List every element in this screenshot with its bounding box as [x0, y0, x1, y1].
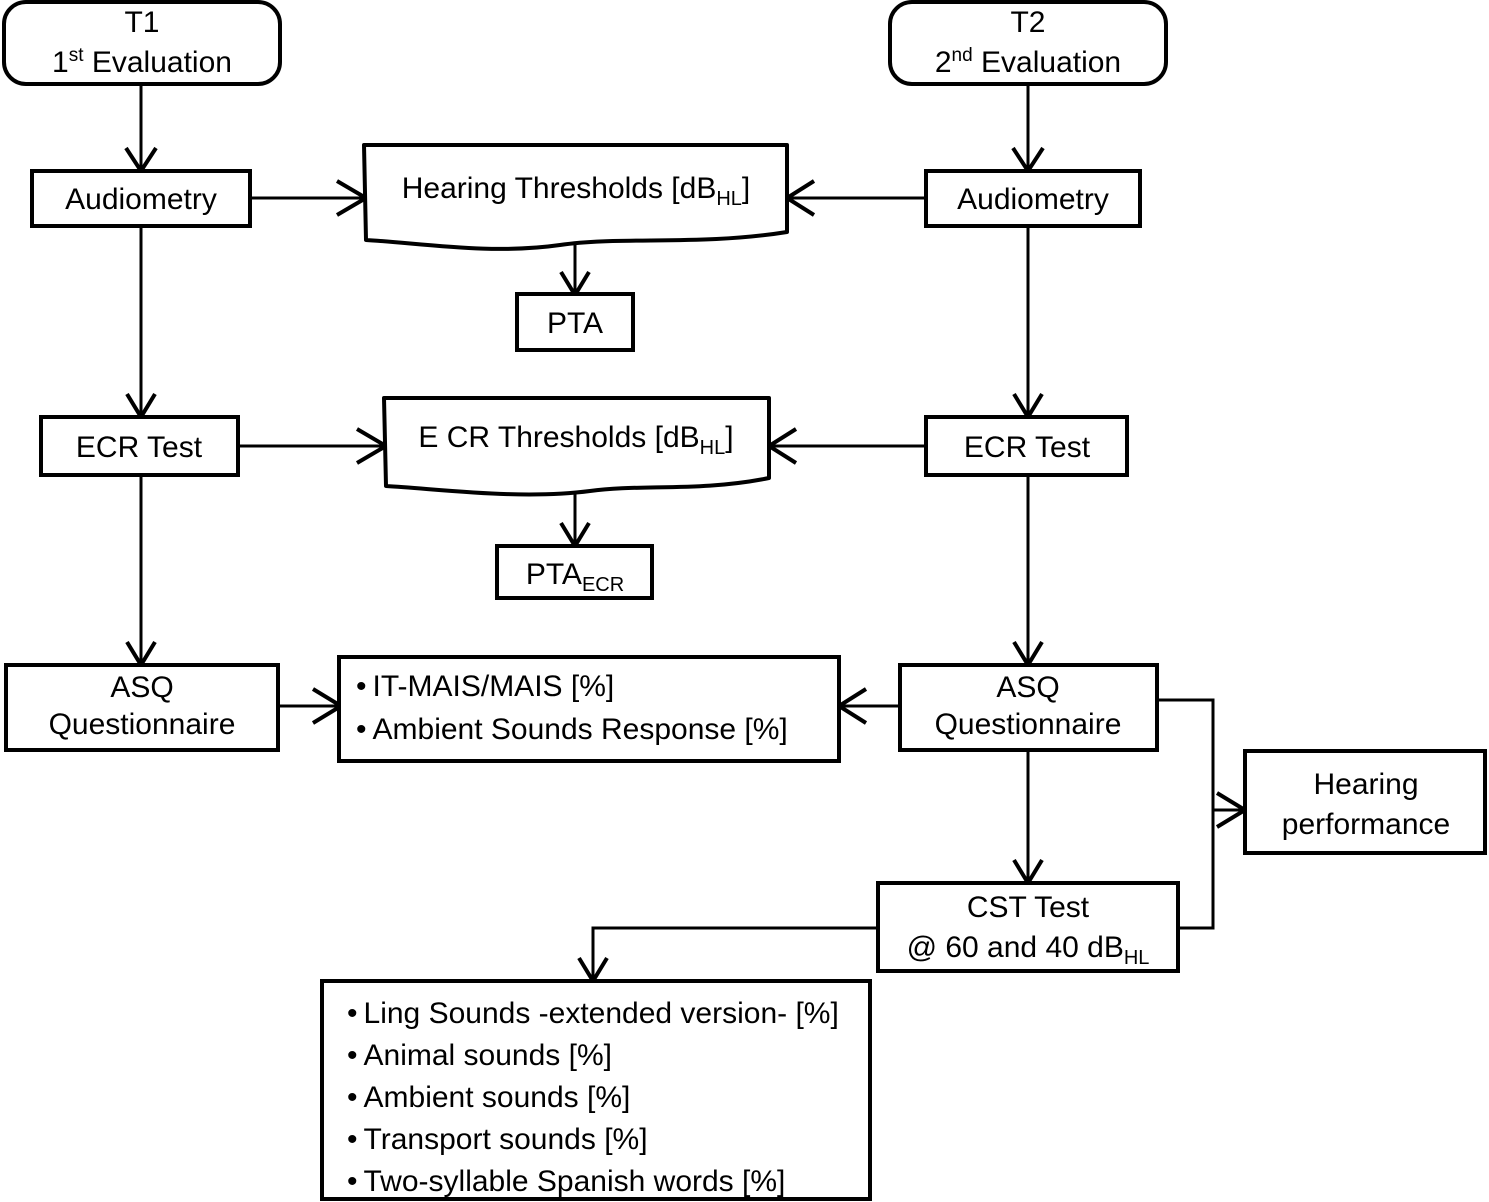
audiometry-left-label: Audiometry	[65, 183, 217, 216]
t2-line2-sup: nd	[952, 45, 973, 66]
hearing-performance-box	[1243, 749, 1487, 855]
ecr-test-left-label: ECR Test	[76, 431, 203, 464]
node-cst-outcomes[interactable]: •Ling Sounds -extended version- [%] •Ani…	[320, 979, 872, 1201]
node-t2[interactable]: T2 2nd Evaluation	[888, 0, 1168, 86]
node-cst-test[interactable]: CST Test @ 60 and 40 dBHL	[876, 881, 1180, 973]
node-ecr-test-left[interactable]: ECR Test	[39, 415, 240, 477]
ecr-test-left-box	[39, 415, 240, 477]
node-asq-outcomes[interactable]: •IT-MAIS/MAIS [%] •Ambient Sounds Respon…	[337, 655, 841, 763]
ecr-thresholds-label: E CR Thresholds [dBHL]	[418, 421, 733, 459]
t2-line2: 2nd Evaluation	[935, 45, 1121, 79]
asq-right-line1: ASQ	[996, 671, 1059, 704]
node-pta-ecr[interactable]: PTAECR	[495, 544, 654, 600]
cst-test-line2: @ 60 and 40 dBHL	[907, 931, 1150, 969]
t2-line1: T2	[1010, 6, 1045, 39]
cst-outcome-item-4: •Two-syllable Spanish words [%]	[347, 1165, 785, 1198]
t1-line2-sup: st	[69, 45, 85, 66]
asq-outcomes-box	[337, 655, 841, 763]
node-asq-left[interactable]: ASQ Questionnaire	[4, 663, 280, 752]
asq-outcome-item-0: •IT-MAIS/MAIS [%]	[356, 670, 614, 703]
cst-outcome-item-0: •Ling Sounds -extended version- [%]	[347, 997, 839, 1030]
cst-test-line2-sub: HL	[1124, 947, 1150, 969]
connector-cst-test-to-hearing-performance	[1178, 810, 1215, 930]
asq-left-line2: Questionnaire	[49, 708, 236, 741]
t2-box	[888, 0, 1168, 86]
ecr-thresholds-sub: HL	[700, 437, 726, 459]
t1-line2: 1st Evaluation	[52, 45, 232, 79]
hearing-performance-line2: performance	[1282, 808, 1450, 841]
connector-cst-test-to-cst-outcomes	[591, 926, 878, 980]
cst-test-box	[876, 881, 1180, 973]
cst-outcome-item-2: •Ambient sounds [%]	[347, 1081, 630, 1114]
t2-line2-post: Evaluation	[973, 46, 1121, 79]
node-asq-right[interactable]: ASQ Questionnaire	[898, 663, 1159, 752]
pta-label: PTA	[547, 307, 603, 340]
node-audiometry-right[interactable]: Audiometry	[924, 169, 1142, 228]
node-hearing-performance[interactable]: Hearing performance	[1243, 749, 1487, 855]
pta-box	[515, 292, 635, 352]
asq-right-box	[898, 663, 1159, 752]
hearing-thresholds-sub: HL	[716, 188, 742, 210]
cst-test-line1: CST Test	[967, 891, 1090, 924]
node-ecr-thresholds[interactable]: E CR Thresholds [dBHL]	[382, 396, 771, 497]
cst-test-line2-pre: @ 60 and 40 dB	[907, 931, 1124, 964]
node-pta[interactable]: PTA	[515, 292, 635, 352]
t1-line2-pre: 1	[52, 46, 69, 79]
ecr-thresholds-post: ]	[725, 421, 733, 454]
connector-layer	[124, 84, 1249, 985]
asq-right-line2: Questionnaire	[935, 708, 1122, 741]
ecr-thresholds-pre: E CR Thresholds [dB	[418, 421, 699, 454]
audiometry-right-box	[924, 169, 1142, 228]
asq-outcome-item-1: •Ambient Sounds Response [%]	[356, 713, 788, 746]
node-audiometry-left[interactable]: Audiometry	[30, 169, 252, 228]
t2-line2-pre: 2	[935, 46, 952, 79]
cst-outcome-item-3: •Transport sounds [%]	[347, 1123, 648, 1156]
asq-left-box	[4, 663, 280, 752]
ecr-test-right-label: ECR Test	[964, 431, 1091, 464]
pta-ecr-sub: ECR	[582, 574, 624, 596]
node-ecr-test-right[interactable]: ECR Test	[924, 415, 1129, 477]
node-t1[interactable]: T1 1st Evaluation	[2, 0, 282, 86]
t1-line1: T1	[124, 6, 159, 39]
hearing-thresholds-pre: Hearing Thresholds [dB	[402, 172, 717, 205]
pta-ecr-label: PTAECR	[526, 558, 624, 596]
asq-left-line1: ASQ	[110, 671, 173, 704]
t1-box	[2, 0, 282, 86]
ecr-test-right-box	[924, 415, 1129, 477]
ecr-thresholds-box	[382, 396, 771, 497]
node-hearing-thresholds[interactable]: Hearing Thresholds [dBHL]	[362, 143, 789, 251]
pta-ecr-box	[495, 544, 654, 600]
hearing-performance-line1: Hearing	[1313, 768, 1418, 801]
t1-line2-post: Evaluation	[84, 46, 232, 79]
pta-ecr-pre: PTA	[526, 558, 582, 591]
hearing-thresholds-post: ]	[742, 172, 750, 205]
audiometry-left-box	[30, 169, 252, 228]
audiometry-right-label: Audiometry	[957, 183, 1109, 216]
cst-outcomes-box	[320, 979, 872, 1201]
cst-outcome-item-1: •Animal sounds [%]	[347, 1039, 612, 1072]
connector-asq-right-to-hearing-performance	[1157, 698, 1243, 812]
hearing-thresholds-box	[362, 143, 789, 251]
hearing-thresholds-label: Hearing Thresholds [dBHL]	[402, 172, 751, 210]
